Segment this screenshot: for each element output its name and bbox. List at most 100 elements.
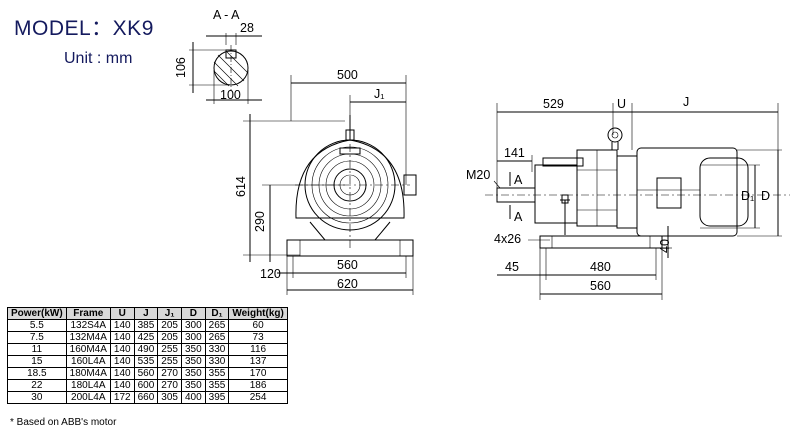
- cell-weight: 186: [228, 379, 288, 392]
- dim-m20: M20: [466, 168, 490, 182]
- dim-d: D: [761, 189, 770, 203]
- side-boss: [403, 174, 417, 196]
- cell-power: 7.5: [7, 331, 67, 344]
- side-base: [539, 235, 663, 249]
- dim-d1: D₁: [741, 189, 754, 203]
- dim-560-front: 560: [337, 258, 358, 272]
- cell-j1: 270: [157, 379, 182, 392]
- cell-j: 385: [133, 319, 159, 332]
- dim-j1: J₁: [374, 87, 384, 101]
- header-weight: Weight(kg): [228, 307, 288, 320]
- dim-4x26: 4x26: [494, 232, 521, 246]
- dim-141: 141: [504, 146, 525, 160]
- cell-j: 425: [133, 331, 159, 344]
- cell-d: 350: [180, 355, 206, 368]
- table-row: 7.5 132M4A 140 425 205 300 265 73: [7, 331, 288, 344]
- front-view: 500 J₁ 614 290 560: [234, 68, 417, 295]
- dim-j: J: [683, 95, 689, 109]
- cell-power: 18.5: [7, 367, 67, 380]
- motor-fan-cover: [699, 157, 749, 227]
- cell-power: 22: [7, 379, 67, 392]
- cell-d: 350: [180, 367, 206, 380]
- footnote: * Based on ABB's motor: [10, 417, 117, 428]
- motor-body: [636, 147, 738, 237]
- section-label: A - A: [213, 8, 240, 22]
- header-power: Power(kW): [7, 307, 67, 320]
- terminal-box: [656, 177, 682, 209]
- cell-power: 11: [7, 343, 67, 356]
- cell-weight: 60: [228, 319, 288, 332]
- cell-weight: 254: [228, 391, 288, 404]
- cell-j1: 255: [157, 343, 182, 356]
- dim-u: U: [617, 97, 626, 111]
- cell-u: 140: [109, 367, 135, 380]
- cell-frame: 180L4A: [65, 379, 111, 392]
- cell-power: 5.5: [7, 319, 67, 332]
- cell-d: 350: [180, 343, 206, 356]
- cell-d: 300: [180, 319, 206, 332]
- reducer-flange: [534, 164, 578, 224]
- cell-j: 600: [133, 379, 159, 392]
- motor-adapter: [616, 155, 638, 229]
- dim-40: 40: [658, 239, 672, 253]
- cell-d1: 355: [204, 379, 230, 392]
- spec-table: Power(kW) Frame U J J₁ D D₁ Weight(kg) 5…: [7, 307, 288, 404]
- cell-u: 140: [109, 379, 135, 392]
- section-a-top: A: [514, 173, 523, 187]
- cell-j: 490: [133, 343, 159, 356]
- cell-u: 172: [109, 391, 135, 404]
- table-row: 15 160L4A 140 535 255 350 330 137: [7, 355, 288, 368]
- cell-j: 660: [133, 391, 159, 404]
- cell-j1: 270: [157, 367, 182, 380]
- model-title: MODEL：XK9: [14, 17, 154, 40]
- cell-frame: 180M4A: [65, 367, 111, 380]
- cell-d1: 355: [204, 367, 230, 380]
- lifting-eye: [607, 127, 623, 143]
- cell-power: 30: [7, 391, 67, 404]
- cell-j1: 255: [157, 355, 182, 368]
- header-j: J: [133, 307, 159, 320]
- cell-u: 140: [109, 319, 135, 332]
- cell-d1: 330: [204, 355, 230, 368]
- header-j1: J₁: [157, 307, 182, 320]
- cell-j1: 305: [157, 391, 182, 404]
- cell-u: 140: [109, 355, 135, 368]
- header-d1: D₁: [204, 307, 230, 320]
- dim-28: 28: [240, 21, 254, 35]
- table-row: 5.5 132S4A 140 385 205 300 265 60: [7, 319, 288, 332]
- dim-500: 500: [337, 68, 358, 82]
- header-u: U: [109, 307, 135, 320]
- cell-frame: 160L4A: [65, 355, 111, 368]
- side-view: 529 U J 141 M20 A A: [466, 95, 790, 300]
- section-view: A - A 28 106 100: [174, 8, 262, 104]
- table-row: 18.5 180M4A 140 560 270 350 355 170: [7, 367, 288, 380]
- dim-106: 106: [174, 57, 188, 78]
- cell-u: 140: [109, 343, 135, 356]
- cell-frame: 160M4A: [65, 343, 111, 356]
- dim-614: 614: [234, 176, 248, 197]
- table-row: 22 180L4A 140 600 270 350 355 186: [7, 379, 288, 392]
- cell-frame: 132M4A: [65, 331, 111, 344]
- table-row: 11 160M4A 140 490 255 350 330 116: [7, 343, 288, 356]
- table-header-row: Power(kW) Frame U J J₁ D D₁ Weight(kg): [7, 307, 288, 320]
- cell-d1: 265: [204, 319, 230, 332]
- cell-frame: 132S4A: [65, 319, 111, 332]
- dim-45: 45: [505, 260, 519, 274]
- cell-d: 400: [180, 391, 206, 404]
- cell-frame: 200L4A: [65, 391, 111, 404]
- cell-d1: 395: [204, 391, 230, 404]
- cell-j1: 205: [157, 319, 182, 332]
- front-base: [286, 239, 414, 257]
- cell-j1: 205: [157, 331, 182, 344]
- dim-120: 120: [260, 267, 281, 281]
- cell-weight: 73: [228, 331, 288, 344]
- table-row: 30 200L4A 172 660 305 400 395 254: [7, 391, 288, 404]
- unit-label: Unit : mm: [64, 50, 133, 67]
- dim-560-side: 560: [590, 279, 611, 293]
- cell-weight: 137: [228, 355, 288, 368]
- dim-100: 100: [220, 88, 241, 102]
- cell-weight: 170: [228, 367, 288, 380]
- dim-529: 529: [543, 97, 564, 111]
- header-d: D: [180, 307, 206, 320]
